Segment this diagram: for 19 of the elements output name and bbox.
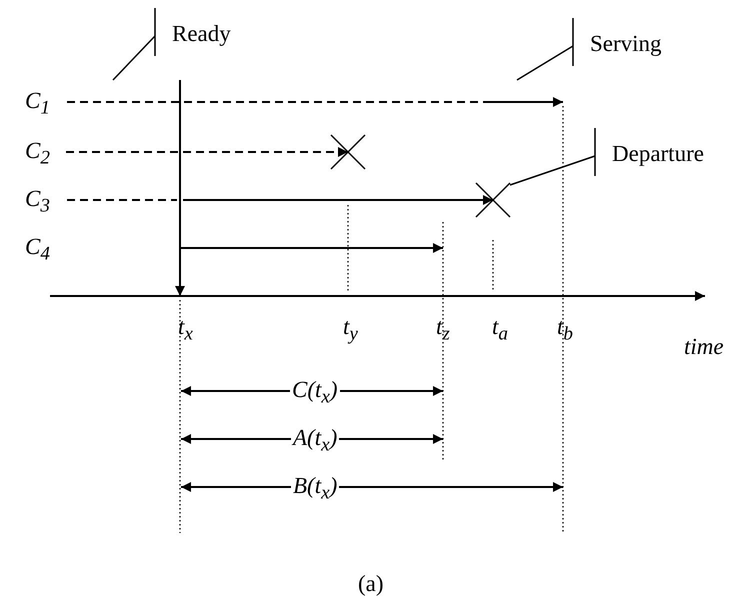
axis-label: time — [684, 335, 724, 358]
arrow — [183, 195, 493, 205]
callout-label: Departure — [612, 142, 704, 165]
row-label: C$_{2}$ — [25, 139, 50, 168]
callout-label: Serving — [590, 32, 662, 55]
row-label: C$_{3}$ — [25, 187, 50, 216]
cross-mark — [330, 134, 366, 170]
time-label: t$_{b}$ — [557, 315, 573, 344]
time-label: t$_{y}$ — [343, 315, 358, 344]
figure-caption: (a) — [358, 572, 384, 595]
row-label: C$_{4}$ — [25, 235, 50, 264]
leader-line — [509, 127, 596, 186]
callout-label: Ready — [172, 22, 231, 45]
leader-line — [112, 7, 156, 81]
arrow — [66, 147, 348, 157]
cross-mark — [475, 182, 511, 218]
row-label: C$_{1}$ — [25, 89, 50, 118]
time-label: t$_{a}$ — [492, 315, 508, 344]
leader-line — [516, 17, 574, 81]
